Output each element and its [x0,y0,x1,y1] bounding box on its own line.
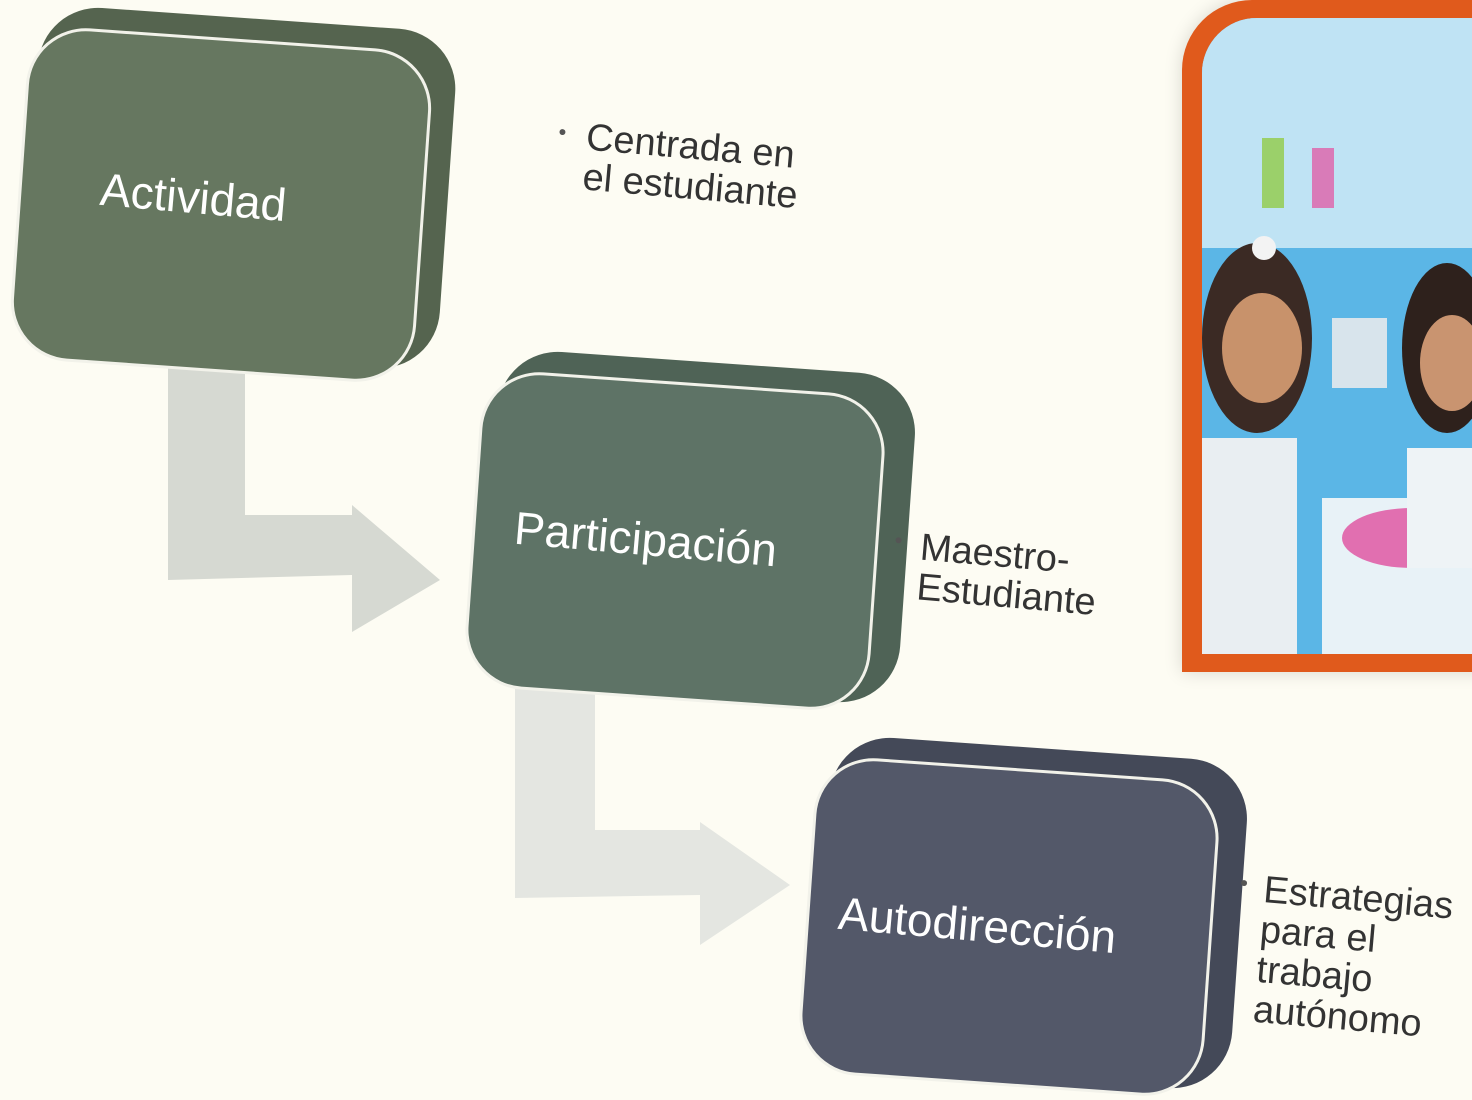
note-text-2: Maestro- Estudiante [914,526,1098,624]
classroom-scene-icon [1202,18,1472,654]
arrow-1 [168,340,440,632]
step-note-autodireccion: • Estrategias para el trabajo autónomo [1239,869,1472,1048]
arrow-2 [515,670,790,945]
note-text-3: Estrategias para el trabajo autónomo [1251,869,1455,1045]
classroom-photo [1202,18,1472,654]
